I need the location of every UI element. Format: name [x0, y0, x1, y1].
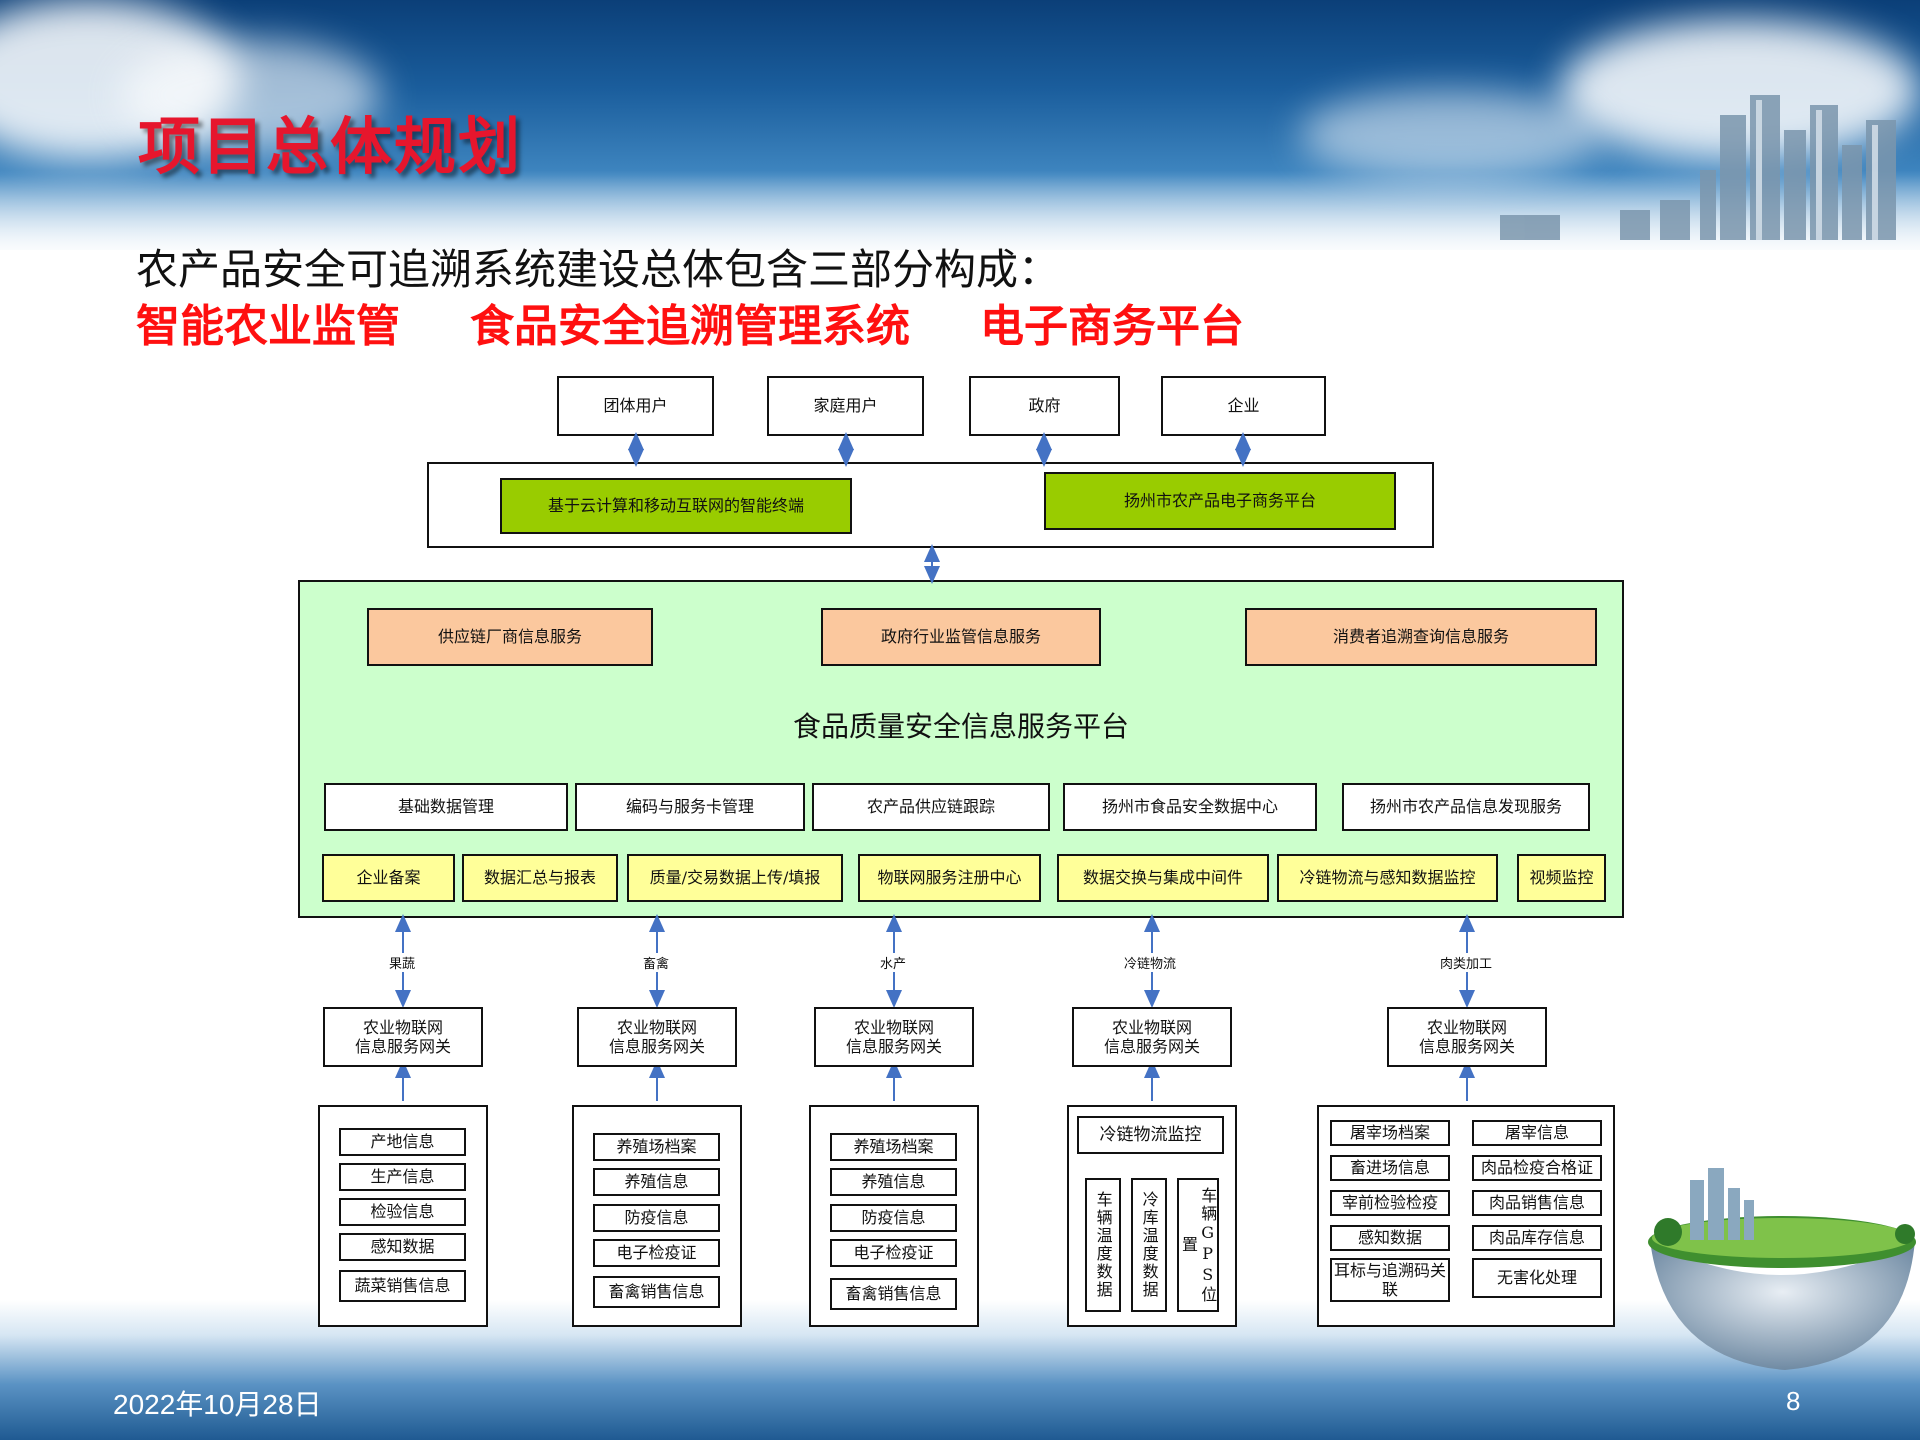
data-item: 养殖场档案: [830, 1133, 957, 1161]
data-item: 屠宰信息: [1472, 1120, 1602, 1146]
data-item: 宰前检验检疫: [1330, 1190, 1450, 1216]
data-item: 蔬菜销售信息: [339, 1270, 466, 1302]
gateway-line: 信息服务网关: [845, 1037, 942, 1056]
user-box: 团体用户: [557, 376, 714, 436]
user-box: 政府: [969, 376, 1120, 436]
data-item: 感知数据: [1330, 1225, 1450, 1251]
part-item: 食品安全追溯管理系统: [470, 301, 910, 352]
data-item: 产地信息: [339, 1128, 466, 1156]
category-label: 冷链物流: [1122, 953, 1179, 972]
function-box: 数据交换与集成中间件: [1057, 854, 1269, 902]
gateway-line: 农业物联网: [362, 1017, 443, 1037]
slide-title: 项目总体规划: [138, 110, 523, 183]
function-box: 企业备案: [322, 854, 455, 902]
category-label: 果蔬: [387, 953, 418, 972]
page-number: 8: [1786, 1386, 1801, 1416]
globe-image: [1648, 1168, 1916, 1370]
function-box: 物联网服务注册中心: [858, 854, 1041, 902]
gateway-line: 农业物联网: [1111, 1017, 1192, 1037]
data-item: 养殖场档案: [593, 1133, 720, 1161]
gateway-line: 农业物联网: [1426, 1017, 1507, 1037]
data-item: 畜禽销售信息: [830, 1278, 957, 1310]
parts-list: 智能农业监管 食品安全追溯管理系统 电子商务平台: [136, 290, 1244, 354]
skyline-image: [1500, 95, 1896, 240]
gateway-box: 农业物联网 信息服务网关: [577, 1007, 737, 1067]
module-box: 扬州市食品安全数据中心: [1063, 783, 1317, 831]
footer-date: 2022年10月28日: [113, 1389, 322, 1420]
smart-terminal-box: 基于云计算和移动互联网的智能终端: [500, 478, 852, 534]
gateway-line: 信息服务网关: [1103, 1037, 1200, 1056]
function-box: 视频监控: [1517, 854, 1606, 902]
platform-title: 食品质量安全信息服务平台: [792, 710, 1129, 743]
service-box: 消费者追溯查询信息服务: [1245, 608, 1597, 666]
user-box: 企业: [1161, 376, 1326, 436]
data-item: 电子检疫证: [830, 1239, 957, 1267]
category-label: 水产: [878, 953, 909, 972]
data-item: 检验信息: [339, 1198, 466, 1226]
sky-fade: [0, 170, 1920, 260]
data-item: 肉品库存信息: [1472, 1225, 1602, 1251]
vertical-data-item: 车辆温度数据: [1085, 1178, 1121, 1312]
data-item: 肉品检疫合格证: [1472, 1155, 1602, 1181]
part-item: 电子商务平台: [980, 301, 1244, 352]
vertical-data-item: 车辆GPS位置: [1177, 1178, 1219, 1312]
gateway-box: 农业物联网 信息服务网关: [814, 1007, 974, 1067]
gateway-line: 信息服务网关: [1418, 1037, 1515, 1056]
data-item: 畜禽销售信息: [593, 1276, 720, 1308]
ecommerce-platform-box: 扬州市农产品电子商务平台: [1044, 472, 1396, 530]
intro-text: 农产品安全可追溯系统建设总体包含三部分构成：: [136, 245, 1061, 294]
data-item: 养殖信息: [830, 1168, 957, 1196]
user-box: 家庭用户: [767, 376, 924, 436]
function-box: 质量/交易数据上传/填报: [627, 854, 843, 902]
gateway-line: 信息服务网关: [354, 1037, 451, 1056]
gateway-box: 农业物联网 信息服务网关: [1387, 1007, 1547, 1067]
data-item: 防疫信息: [593, 1204, 720, 1232]
gateway-line: 农业物联网: [616, 1017, 697, 1037]
gateway-box: 农业物联网 信息服务网关: [323, 1007, 483, 1067]
category-label: 肉类加工: [1438, 953, 1495, 972]
data-item: 防疫信息: [830, 1204, 957, 1232]
data-item: 耳标与追溯码关联: [1330, 1258, 1450, 1302]
data-item: 屠宰场档案: [1330, 1120, 1450, 1146]
part-item: 智能农业监管: [136, 301, 400, 352]
gateway-box: 农业物联网 信息服务网关: [1072, 1007, 1232, 1067]
function-box: 数据汇总与报表: [462, 854, 618, 902]
gateway-line: 信息服务网关: [608, 1037, 705, 1056]
service-box: 供应链厂商信息服务: [367, 608, 653, 666]
data-item: 感知数据: [339, 1233, 466, 1261]
module-box: 编码与服务卡管理: [575, 783, 805, 831]
service-box: 政府行业监管信息服务: [821, 608, 1101, 666]
function-box: 冷链物流与感知数据监控: [1277, 854, 1498, 902]
module-box: 扬州市农产品信息发现服务: [1342, 783, 1590, 831]
data-item: 生产信息: [339, 1163, 466, 1191]
data-item: 畜进场信息: [1330, 1155, 1450, 1181]
module-box: 基础数据管理: [324, 783, 568, 831]
data-item: 电子检疫证: [593, 1239, 720, 1267]
module-box: 农产品供应链跟踪: [812, 783, 1050, 831]
cold-chain-monitor-box: 冷链物流监控: [1077, 1116, 1224, 1154]
vertical-data-item: 冷库温度数据: [1131, 1178, 1167, 1312]
data-item: 无害化处理: [1472, 1258, 1602, 1298]
data-item: 养殖信息: [593, 1168, 720, 1196]
category-label: 畜禽: [641, 953, 672, 972]
gateway-line: 农业物联网: [853, 1017, 934, 1037]
data-item: 肉品销售信息: [1472, 1190, 1602, 1216]
